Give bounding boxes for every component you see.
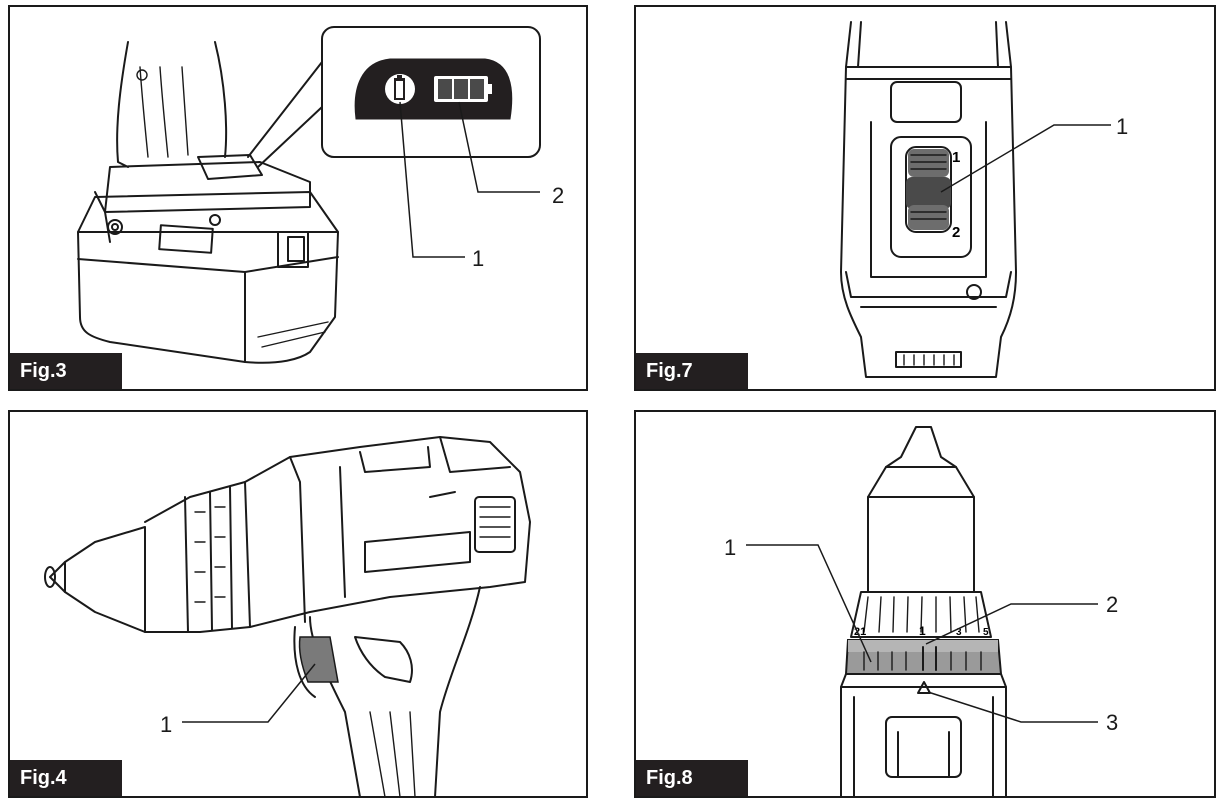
figure-3-label: Fig.3 xyxy=(10,353,122,389)
fig7-switch-mark-2: 2 xyxy=(952,224,960,241)
figure-8-panel: 21 1 3 5 1 2 3 Fig.8 xyxy=(634,410,1216,798)
fig8-ring-mark-5: 5 xyxy=(983,627,989,638)
fig8-ring-mark-21: 21 xyxy=(854,626,866,638)
fig4-callout-1: 1 xyxy=(160,712,172,737)
fig8-callout-3: 3 xyxy=(1106,710,1118,735)
battery-indicator-illustration: 1 2 xyxy=(77,26,564,364)
fig8-callout-1: 1 xyxy=(724,535,736,560)
fig7-callout-1: 1 xyxy=(1116,114,1128,139)
drill-trigger-illustration: 1 xyxy=(44,436,531,796)
figure-7-label: Fig.7 xyxy=(636,353,748,389)
figure-3-panel: 1 2 Fig.3 xyxy=(8,5,588,391)
speed-switch-illustration: 1 2 1 xyxy=(840,21,1128,378)
mode-ring-illustration: 21 1 3 5 1 2 3 xyxy=(724,426,1118,796)
figure-8-label: Fig.8 xyxy=(636,760,748,796)
fig3-callout-1: 1 xyxy=(472,246,484,271)
figure-4-label: Fig.4 xyxy=(10,760,122,796)
fig7-switch-mark-1: 1 xyxy=(952,149,960,166)
fig3-callout-2: 2 xyxy=(552,183,564,208)
fig8-callout-2: 2 xyxy=(1106,592,1118,617)
fig8-ring-mark-1: 1 xyxy=(919,624,926,638)
figure-4-panel: 1 Fig.4 xyxy=(8,410,588,798)
fig8-ring-mark-3: 3 xyxy=(956,627,962,638)
figure-7-panel: 1 2 1 Fig.7 xyxy=(634,5,1216,391)
